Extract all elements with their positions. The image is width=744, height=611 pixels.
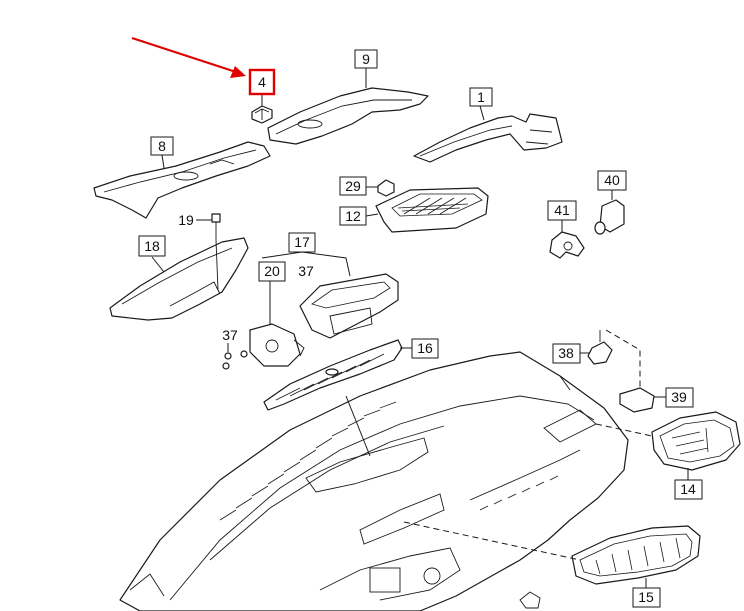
part-29-clip[interactable] — [377, 179, 395, 197]
part-4-clip[interactable] — [251, 105, 273, 124]
label-4-text: 4 — [258, 74, 266, 90]
part-8-cover[interactable] — [93, 141, 271, 219]
label-1[interactable]: 1 — [469, 87, 493, 107]
part-20-actuator[interactable] — [249, 323, 305, 367]
dashboard-panel[interactable] — [119, 351, 629, 611]
part-1-air-duct[interactable] — [413, 113, 563, 163]
label-37-top-text: 37 — [298, 263, 314, 279]
part-12-vent-housing[interactable] — [375, 187, 489, 233]
part-9-cover[interactable] — [267, 87, 429, 145]
part-14-side-vent[interactable] — [651, 411, 741, 471]
label-12-text: 12 — [345, 208, 361, 224]
label-14-text: 14 — [680, 481, 696, 497]
label-15-text: 15 — [638, 589, 654, 605]
label-29-text: 29 — [345, 178, 361, 194]
label-39-text: 39 — [671, 389, 687, 405]
label-40-text: 40 — [604, 172, 620, 188]
label-8[interactable]: 8 — [150, 136, 174, 156]
label-12[interactable]: 12 — [339, 206, 367, 226]
part-17-center-vent[interactable] — [299, 273, 399, 339]
label-39[interactable]: 39 — [665, 387, 694, 408]
label-37-top[interactable]: 37 — [298, 263, 314, 279]
label-18[interactable]: 18 — [138, 235, 166, 257]
label-15[interactable]: 15 — [632, 587, 661, 608]
label-38[interactable]: 38 — [552, 343, 581, 364]
label-40[interactable]: 40 — [597, 170, 627, 191]
label-17[interactable]: 17 — [288, 232, 316, 253]
label-9-text: 9 — [362, 51, 370, 67]
part-38-clip[interactable] — [587, 330, 613, 365]
label-17-text: 17 — [294, 234, 310, 250]
label-20[interactable]: 20 — [258, 261, 286, 282]
part-40-sensor[interactable] — [594, 199, 625, 235]
highlight-arrow — [131, 36, 246, 78]
label-38-text: 38 — [558, 345, 574, 361]
label-41[interactable]: 41 — [547, 200, 577, 221]
label-20-text: 20 — [264, 263, 280, 279]
label-16-text: 16 — [417, 340, 433, 356]
label-29[interactable]: 29 — [339, 176, 367, 196]
label-1-text: 1 — [477, 89, 485, 105]
label-8-text: 8 — [158, 138, 166, 154]
label-37-left-text: 37 — [222, 327, 238, 343]
label-41-text: 41 — [554, 202, 570, 218]
label-4[interactable]: 4 — [248, 68, 276, 96]
label-18-text: 18 — [144, 238, 160, 254]
label-37-left[interactable]: 37 — [222, 327, 238, 343]
label-9[interactable]: 9 — [354, 49, 378, 69]
part-18-vent-housing[interactable] — [109, 237, 249, 321]
label-16[interactable]: 16 — [411, 338, 439, 359]
label-14[interactable]: 14 — [674, 479, 703, 500]
part-39-sensor[interactable] — [605, 329, 655, 413]
part-16-grille[interactable] — [263, 339, 403, 411]
part-15-center-vent[interactable] — [571, 525, 701, 585]
label-19-text: 19 — [178, 212, 194, 228]
label-19[interactable]: 19 — [178, 212, 194, 228]
part-37-screws[interactable] — [222, 350, 248, 370]
part-41-bracket[interactable] — [549, 231, 585, 259]
part-19-screw[interactable] — [211, 213, 221, 240]
